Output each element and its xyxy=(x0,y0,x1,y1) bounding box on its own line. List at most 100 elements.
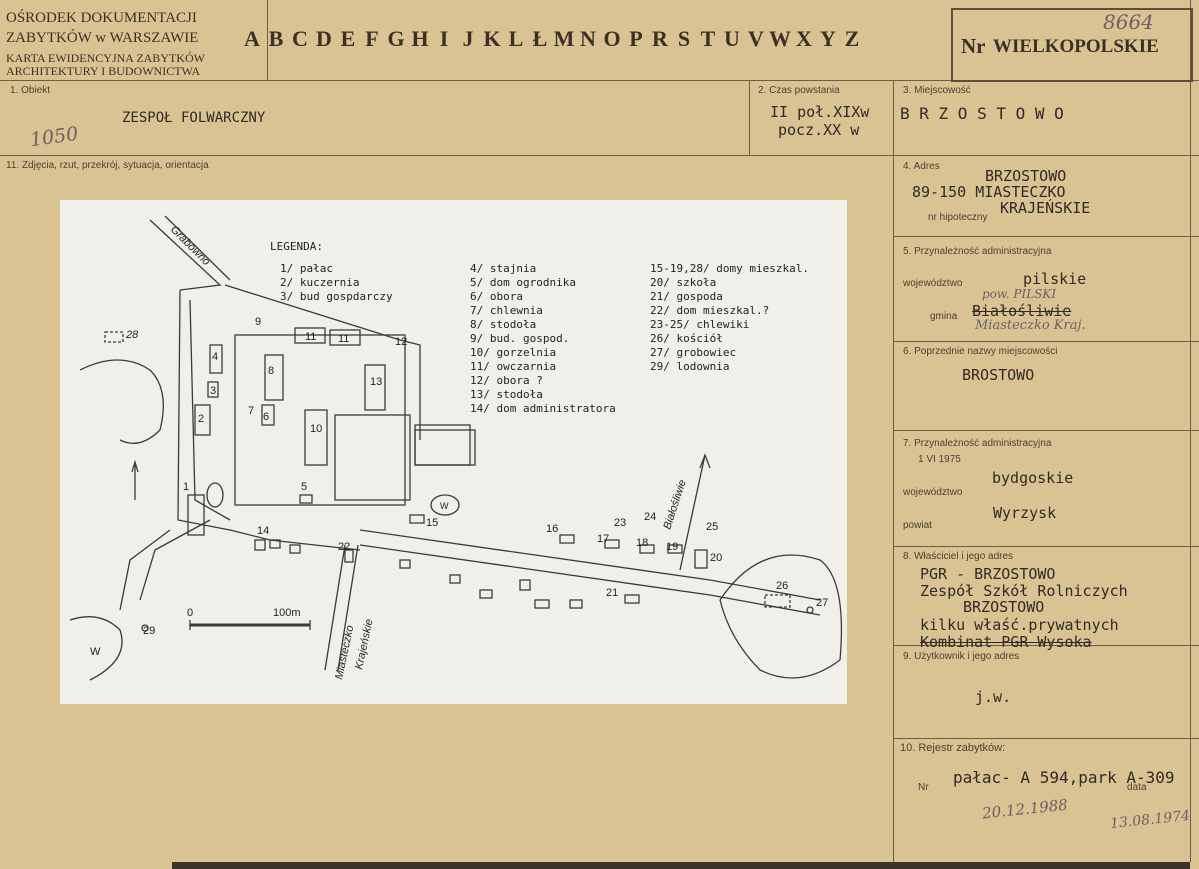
field-1-value: ZESPOŁ FOLWARCZNY xyxy=(122,110,266,126)
map-num-19: 19 xyxy=(666,541,678,553)
map-num-26: 26 xyxy=(776,580,788,592)
field-6-value: BROSTOWO xyxy=(962,366,1035,384)
map-num-11b: 11 xyxy=(338,333,349,345)
nr-value: WIELKOPOLSKIE xyxy=(993,36,1159,57)
park-curve-sw xyxy=(69,616,123,681)
field-7-woj-label: województwo xyxy=(903,487,963,498)
scale-length: 100m xyxy=(273,607,301,619)
rule xyxy=(893,341,1199,342)
rule xyxy=(267,0,268,80)
building-8 xyxy=(264,354,284,401)
field-5-woj-label: województwo xyxy=(903,278,963,289)
legend-col3-2: 21/ gospoda xyxy=(650,290,723,303)
rule xyxy=(893,645,1199,646)
road-label-miasteczko: Miasteczko xyxy=(333,624,356,680)
legend-col2-9: 13/ stodoła xyxy=(470,388,543,401)
legend-col3-6: 27/ grobowiec xyxy=(650,346,736,359)
index-letter: I xyxy=(439,26,449,51)
index-letter: Z xyxy=(844,26,860,51)
index-letter: L xyxy=(508,26,524,51)
field-7-pow-value: Wyrzysk xyxy=(993,504,1057,522)
field-5-woj-value: pilskie xyxy=(1023,270,1087,288)
arrow-bialosliwie-icon xyxy=(699,453,711,469)
map-num-13: 13 xyxy=(370,376,382,388)
house-b xyxy=(449,574,461,584)
icehouse-29 xyxy=(141,624,149,632)
rule xyxy=(893,430,1199,431)
map-num-23: 23 xyxy=(614,517,626,529)
index-letter: E xyxy=(340,26,356,51)
index-letter: C xyxy=(292,26,308,51)
index-letter: A xyxy=(244,26,260,51)
index-letter: O xyxy=(603,26,621,51)
road-southwest xyxy=(119,529,171,611)
house-f xyxy=(569,599,583,609)
map-num-3: 3 xyxy=(210,385,216,397)
map-num-5: 5 xyxy=(301,481,307,493)
map-num-29: 29 xyxy=(143,625,155,637)
scale-zero: 0 xyxy=(187,607,193,619)
index-letter: K xyxy=(483,26,501,51)
field-8-line2: Zespół Szkół Rolniczych xyxy=(920,582,1128,600)
building-11a xyxy=(294,327,326,344)
nr-handwritten: 8664 xyxy=(1103,10,1154,34)
index-letter: N xyxy=(580,26,596,51)
building-10 xyxy=(304,409,328,466)
house-c xyxy=(479,589,493,599)
field-3-value: B R Z O S T O W O xyxy=(900,104,1064,123)
courtyard-inner xyxy=(334,414,411,501)
field-5-gmina-label: gmina xyxy=(930,311,958,322)
legend-col3-7: 29/ lodownia xyxy=(650,360,729,373)
field-9-value: j.w. xyxy=(975,688,1012,706)
building-4 xyxy=(209,344,223,374)
legend-col2-3: 7/ chlewnia xyxy=(470,304,543,317)
field-5-pow-handwritten: pow. PILSKI xyxy=(982,287,1057,301)
rule xyxy=(893,80,894,862)
field-10-value: pałac- A 594,park A-309 xyxy=(953,768,1175,787)
legend-col3-1: 20/ szkoła xyxy=(650,276,716,289)
courtyard-outline xyxy=(234,334,406,506)
map-num-9: 9 xyxy=(255,316,261,328)
field-9-label: 9. Użytkownik i jego adres xyxy=(903,651,1020,662)
index-letter: Ł xyxy=(532,26,548,51)
index-letter: W xyxy=(769,26,791,51)
legend-col2-0: 4/ stajnia xyxy=(470,262,536,275)
road-miasteczko-east xyxy=(337,544,359,671)
map-num-6: 6 xyxy=(263,411,269,423)
field-7-label: 7. Przynależność administracyjna xyxy=(903,438,1052,449)
park-curve-west xyxy=(79,359,164,444)
index-letter: D xyxy=(316,26,332,51)
map-num-25: 25 xyxy=(706,521,718,533)
rule xyxy=(893,546,1199,547)
legend-col2-7: 11/ owczarnia xyxy=(470,360,556,373)
map-num-21: 21 xyxy=(606,587,618,599)
institution-line2: ZABYTKÓW w WARSZAWIE xyxy=(6,30,199,46)
map-num-28: 28 xyxy=(125,329,139,341)
map-num-8: 8 xyxy=(268,365,274,377)
map-num-17: 17 xyxy=(597,533,609,545)
legend-col3-5: 26/ kościół xyxy=(650,332,723,345)
field-7-date: 1 VI 1975 xyxy=(918,454,961,465)
road-label-bialosliwie: Białośliwie xyxy=(661,478,688,531)
legend-col3-0: 15-19,28/ domy mieszkal. xyxy=(650,262,809,275)
building-20 xyxy=(694,549,708,569)
map-num-18: 18 xyxy=(636,537,648,549)
map-num-15: 15 xyxy=(426,517,438,529)
main-road-north-edge xyxy=(359,529,821,601)
field-3-label: 3. Miejscowość xyxy=(903,85,971,96)
field-4-hipoteczny: nr hipoteczny xyxy=(928,212,988,223)
index-letter: G xyxy=(387,26,405,51)
house-a xyxy=(399,559,411,569)
field-1-label: 1. Obiekt xyxy=(10,85,51,96)
index-letter: U xyxy=(724,26,740,51)
nr-label: Nr xyxy=(961,34,986,58)
rule xyxy=(0,80,1199,81)
scale-bar-ticks xyxy=(189,620,311,630)
building-13 xyxy=(364,364,386,411)
field-8-line5: Kombinat PGR Wysoka xyxy=(920,633,1092,651)
building-6 xyxy=(261,404,275,426)
map-num-7: 7 xyxy=(248,405,254,417)
institution-line1: OŚRODEK DOKUMENTACJI xyxy=(6,10,197,26)
house-h xyxy=(289,544,301,554)
